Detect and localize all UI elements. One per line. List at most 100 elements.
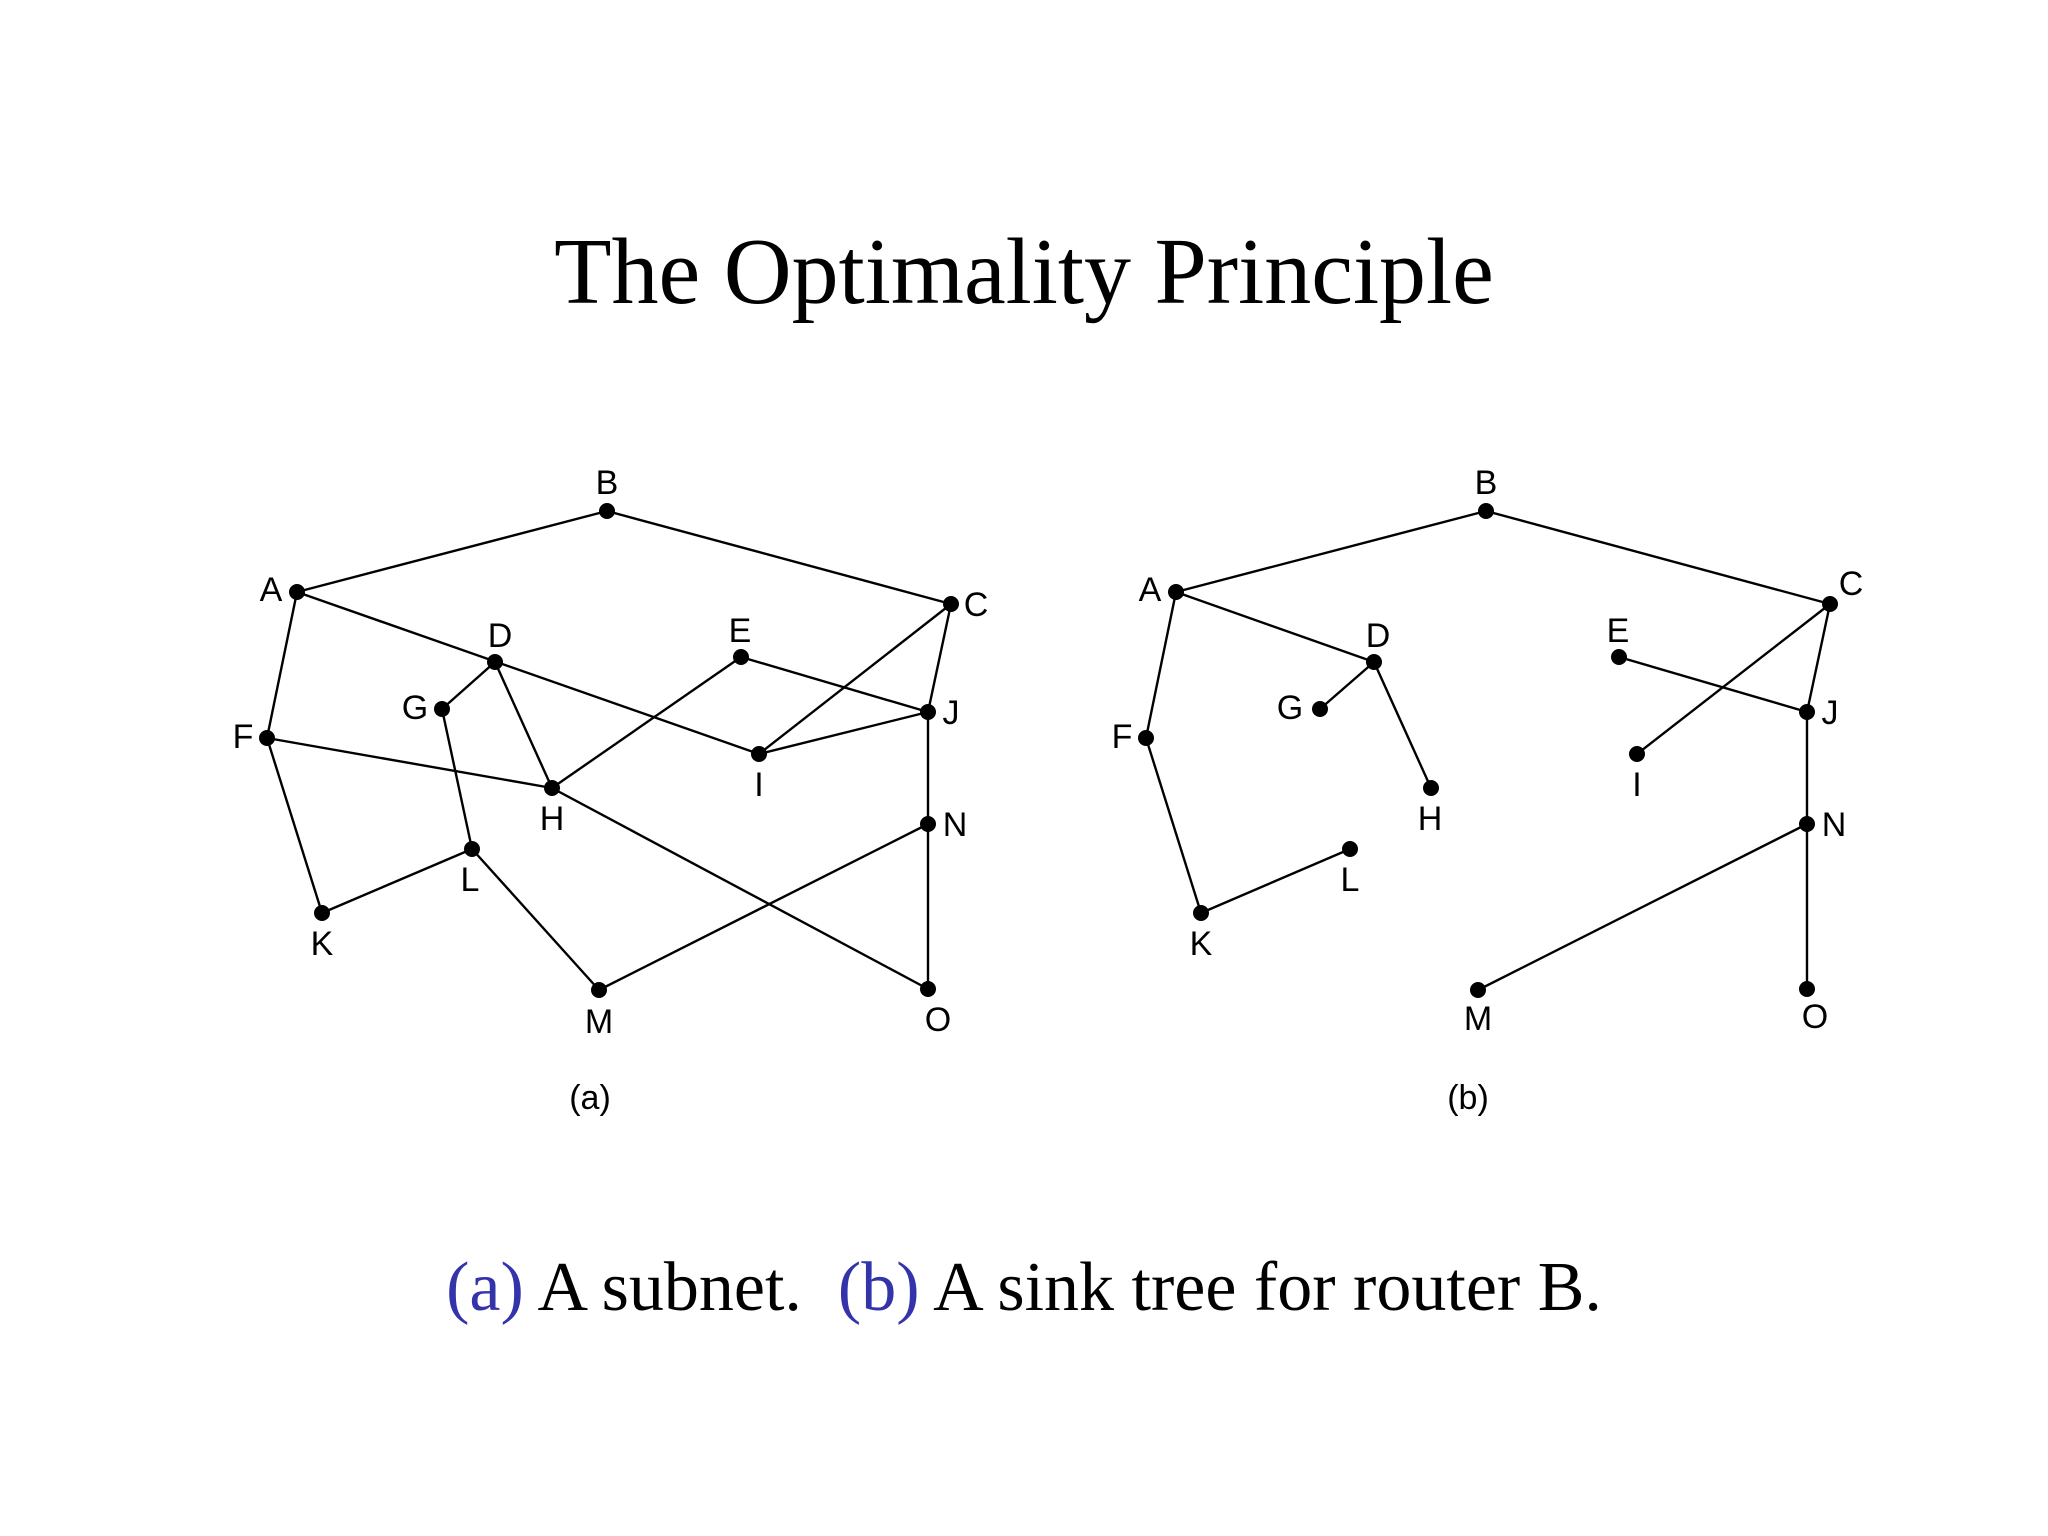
node-a-i (751, 746, 767, 762)
edge-a-a-i (296, 590, 760, 756)
node-a-k (314, 905, 330, 921)
caption-text-a: A subnet. (537, 1249, 802, 1326)
node-label-a-c: C (964, 586, 989, 624)
node-b-b (1478, 503, 1494, 519)
node-label-b-n: N (1822, 806, 1847, 844)
caption-tag-b: (b) (837, 1249, 920, 1326)
node-label-a-o: O (925, 1001, 951, 1039)
caption-text-b: A sink tree for router B. (933, 1249, 1602, 1326)
edge-a-l-m (471, 848, 600, 991)
edge-a-e-j (740, 655, 929, 714)
node-label-b-i: I (1632, 766, 1641, 804)
edge-a-f-h (266, 736, 553, 790)
slide-title: The Optimality Principle (554, 220, 1494, 324)
node-b-h (1423, 780, 1439, 796)
caption-tag-a: (a) (446, 1249, 524, 1326)
edge-a-a-f (265, 591, 299, 739)
node-label-a-f: F (233, 718, 254, 756)
edge-a-k-l (321, 847, 473, 915)
edge-a-g-l (440, 708, 474, 850)
edge-b-c-j (1805, 603, 1832, 713)
node-label-a-h: H (540, 800, 565, 838)
node-label-b-j: J (1822, 694, 1839, 732)
node-a-n (920, 816, 936, 832)
node-label-b-b: B (1475, 464, 1498, 502)
node-b-o (1799, 981, 1815, 997)
node-label-b-k: K (1190, 925, 1213, 963)
node-label-a-k: K (311, 925, 334, 963)
edge-a-h-o (551, 786, 929, 991)
edge-a-n-m (598, 822, 929, 992)
node-b-f (1138, 730, 1154, 746)
node-b-n (1799, 816, 1815, 832)
node-label-b-c: C (1839, 565, 1864, 603)
node-b-m (1470, 982, 1486, 998)
node-b-j (1799, 704, 1815, 720)
edge-b-c-i (1636, 603, 1831, 755)
diagram-label-a: (a) (569, 1079, 611, 1117)
node-label-b-h: H (1418, 800, 1443, 838)
node-a-j (920, 704, 936, 720)
edge-a-b-c (606, 509, 952, 606)
node-a-h (544, 780, 560, 796)
edge-b-e-j (1618, 655, 1808, 714)
node-label-a-m: M (585, 1003, 613, 1041)
node-label-a-l: L (461, 861, 480, 899)
edge-a-i-c (758, 603, 952, 755)
node-label-a-g: G (402, 689, 428, 727)
node-label-a-b: B (596, 464, 619, 502)
node-label-b-a: A (1139, 571, 1162, 609)
edge-a-c-j (926, 603, 953, 713)
edge-a-d-g (441, 661, 496, 710)
node-label-b-f: F (1112, 718, 1133, 756)
node-a-a (289, 584, 305, 600)
node-b-a (1168, 584, 1184, 600)
edge-b-n-m (1477, 822, 1808, 992)
node-b-k (1193, 905, 1209, 921)
node-b-l (1342, 841, 1358, 857)
edge-b-a-b (1175, 509, 1487, 594)
node-label-b-l: L (1341, 861, 1360, 899)
node-a-e (733, 649, 749, 665)
node-a-o (920, 981, 936, 997)
node-label-b-e: E (1607, 612, 1630, 650)
edge-b-a-d (1175, 590, 1375, 664)
node-a-b (599, 503, 615, 519)
node-label-a-a: A (260, 571, 283, 609)
edge-a-a-b (296, 509, 608, 594)
edge-b-d-g (1319, 661, 1375, 710)
node-label-a-d: D (488, 617, 513, 655)
node-a-f (259, 730, 275, 746)
diagram-label-b: (b) (1447, 1079, 1489, 1117)
node-label-a-i: I (754, 766, 763, 804)
figure-caption: (a) A subnet. (b) A sink tree for router … (0, 1248, 2048, 1328)
edge-b-d-h (1372, 661, 1433, 789)
edge-b-b-c (1485, 509, 1831, 606)
edge-b-k-l (1200, 847, 1351, 915)
node-label-b-m: M (1464, 1000, 1492, 1038)
node-a-m (591, 982, 607, 998)
node-label-a-j: J (943, 694, 960, 732)
node-a-g (434, 701, 450, 717)
node-b-e (1611, 649, 1627, 665)
node-b-d (1366, 654, 1382, 670)
node-a-c (943, 596, 959, 612)
node-label-b-o: O (1802, 998, 1828, 1036)
node-label-a-e: E (729, 612, 752, 650)
edge-a-f-k (265, 737, 324, 914)
subnet-diagram: A B C D E F G H I J K L M N O (a) (233, 464, 989, 1117)
edge-b-a-f (1144, 591, 1178, 739)
edge-b-f-k (1144, 737, 1203, 914)
node-b-g (1312, 701, 1328, 717)
node-label-b-g: G (1277, 689, 1303, 727)
node-a-l (464, 841, 480, 857)
node-label-a-n: N (943, 806, 968, 844)
edge-a-h-e (551, 656, 742, 789)
node-b-i (1629, 746, 1645, 762)
node-a-d (487, 654, 503, 670)
node-b-c (1822, 596, 1838, 612)
edge-a-d-h (493, 661, 554, 789)
edge-a-i-j (758, 710, 929, 756)
